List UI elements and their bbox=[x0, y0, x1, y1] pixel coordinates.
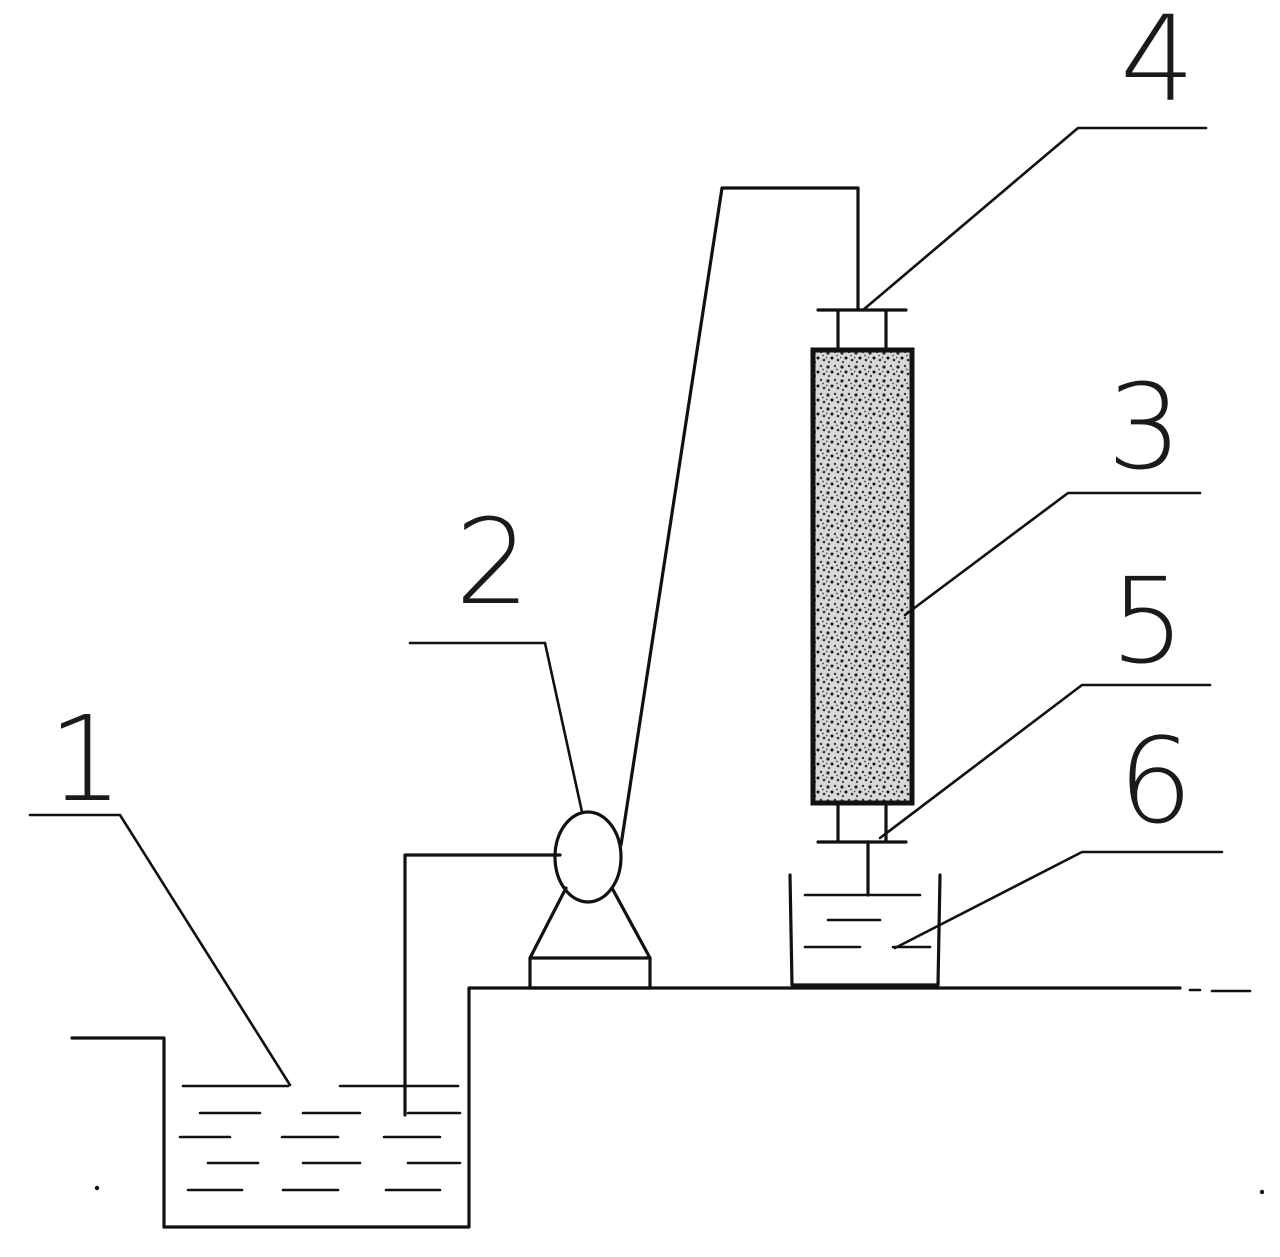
outlet-fitting bbox=[816, 801, 908, 897]
callout-2: 2 bbox=[455, 493, 530, 631]
callout-3: 3 bbox=[1107, 358, 1182, 496]
reservoir-liquid bbox=[178, 1084, 462, 1192]
callout-5: 5 bbox=[1110, 552, 1185, 690]
packed-column bbox=[810, 347, 915, 806]
leader-lines bbox=[28, 126, 1224, 1087]
delivery-pipe bbox=[619, 186, 860, 847]
callout-4: 4 bbox=[1120, 0, 1195, 128]
intake-pipe bbox=[403, 853, 562, 1117]
callout-6: 6 bbox=[1118, 712, 1193, 850]
pump bbox=[528, 810, 652, 990]
collection-vessel bbox=[788, 873, 942, 987]
callouts: 1 2 3 4 5 6 bbox=[48, 0, 1195, 850]
callout-1: 1 bbox=[48, 690, 123, 828]
inlet-fitting bbox=[816, 308, 908, 352]
